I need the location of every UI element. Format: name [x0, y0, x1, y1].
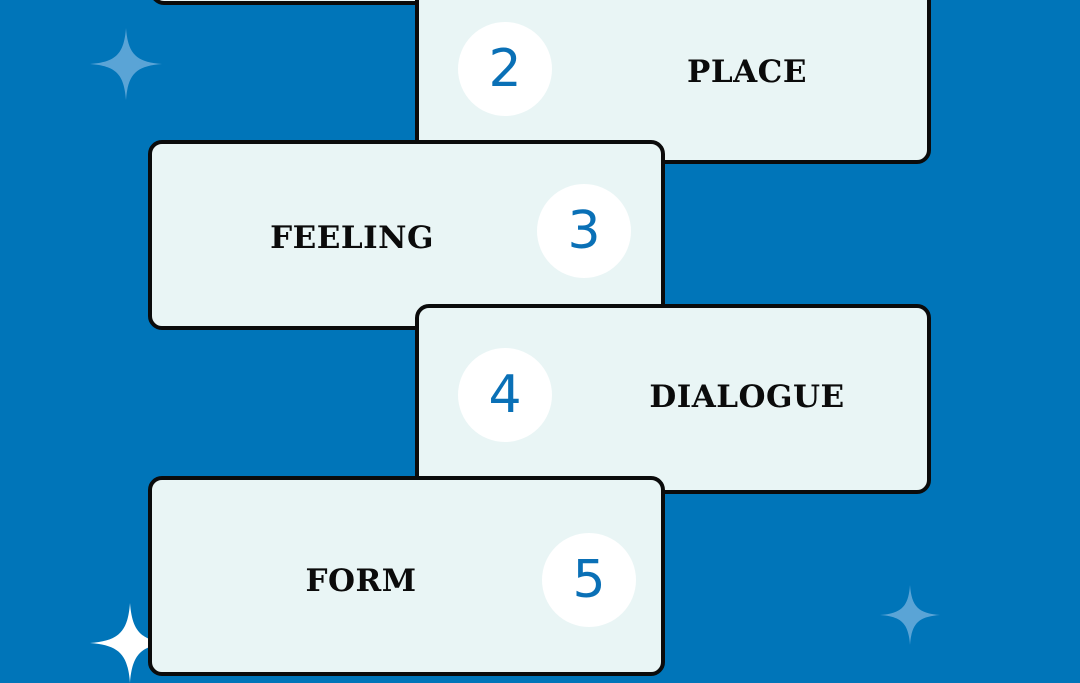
- step-label: PLACE: [687, 54, 807, 90]
- step-card-3: 3 FEELING: [148, 140, 665, 330]
- step-number-badge: 4: [458, 348, 552, 442]
- step-number-badge: 2: [458, 22, 552, 116]
- step-number-badge: 3: [537, 184, 631, 278]
- step-label: FEELING: [270, 220, 434, 256]
- step-card-2: 2 PLACE: [415, 0, 931, 164]
- step-card-4: 4 DIALOGUE: [415, 304, 931, 494]
- sparkle-icon: [90, 28, 162, 100]
- step-label: FORM: [305, 563, 417, 599]
- step-number-badge: 5: [542, 533, 636, 627]
- sparkle-icon: [90, 603, 170, 683]
- step-label: DIALOGUE: [649, 379, 845, 415]
- sparkle-icon: [880, 585, 940, 645]
- step-card-5: 5 FORM: [148, 476, 665, 676]
